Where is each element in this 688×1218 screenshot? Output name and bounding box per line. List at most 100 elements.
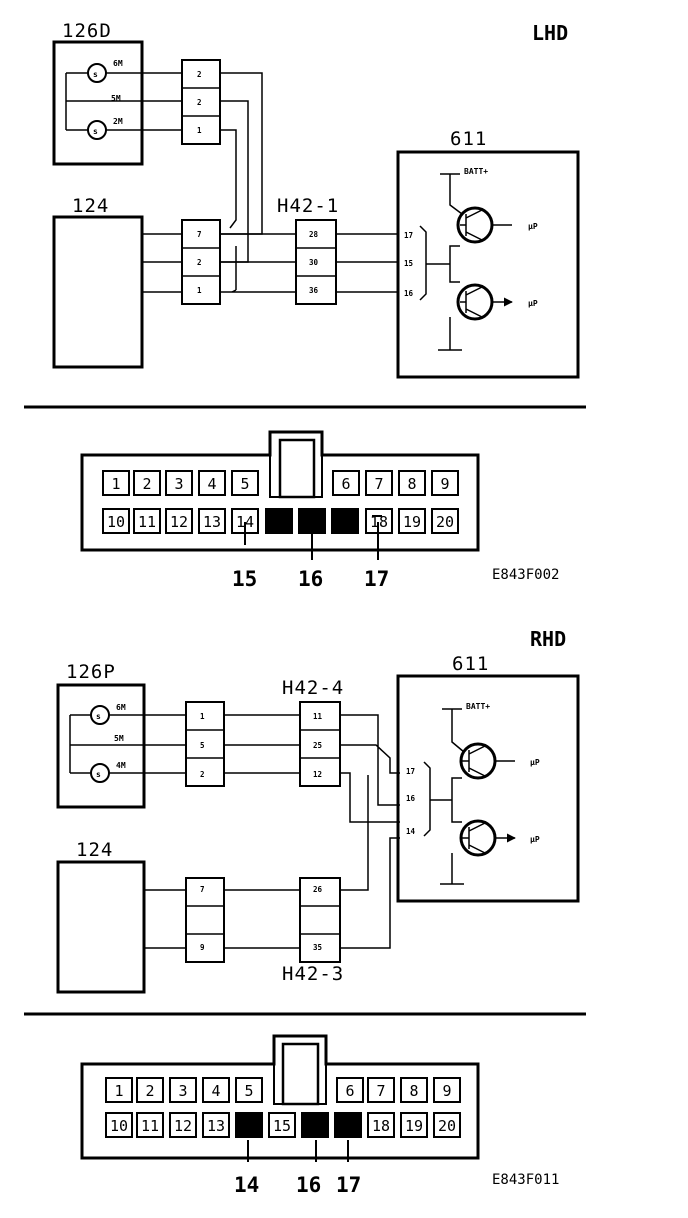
connector-pin-number: 11 <box>138 513 156 531</box>
connector-pin-number: 1 <box>111 475 120 493</box>
connector-pin-number: 9 <box>442 1082 451 1100</box>
connector-face <box>80 430 480 552</box>
connector-pin <box>365 470 393 496</box>
connector-pin-number: 15 <box>273 1117 291 1135</box>
connector-pin-filled <box>331 508 359 534</box>
connector-pin <box>169 1112 197 1138</box>
connector-pin <box>102 470 130 496</box>
mp-label: µP <box>530 758 540 767</box>
pin-label: 35 <box>313 943 322 952</box>
connector-pin-number: 10 <box>110 1117 128 1135</box>
pin-label: 1 <box>200 712 205 721</box>
pin-label: 2 <box>197 70 202 79</box>
connector-face <box>80 1034 480 1160</box>
pin-label: 2 <box>197 258 202 267</box>
connector-pin <box>332 470 360 496</box>
connector-label: H42-1 <box>277 195 339 217</box>
figure-code: E843F011 <box>492 1172 559 1188</box>
box-124 <box>52 215 144 369</box>
pin-label: 17 <box>404 231 413 240</box>
pin-block-126 <box>181 59 221 145</box>
connector-pin <box>169 1077 197 1103</box>
connector-pin <box>198 470 226 496</box>
mp-label: µP <box>528 222 538 231</box>
connector-pin <box>136 1112 164 1138</box>
pin-label: 17 <box>406 767 415 776</box>
connector-pin-number: 9 <box>440 475 449 493</box>
pin-label: 7 <box>200 885 205 894</box>
connector-pin-number: 13 <box>203 513 221 531</box>
callout-label: 16 <box>296 1173 321 1197</box>
connector-pin-number: 3 <box>178 1082 187 1100</box>
connector-pin <box>268 1112 296 1138</box>
box-611-label: 611 <box>450 128 487 150</box>
connector-pin <box>202 1077 230 1103</box>
connector-pin <box>231 470 259 496</box>
batt-label: BATT+ <box>464 167 488 176</box>
connector-pin <box>136 1077 164 1103</box>
pin-label: 25 <box>313 741 322 750</box>
connector-pin-number: 2 <box>142 475 151 493</box>
connector-pin-number: 12 <box>174 1117 192 1135</box>
connector-pin <box>398 508 426 534</box>
callout-label: 17 <box>336 1173 361 1197</box>
sensor-label: 4M <box>116 761 126 770</box>
rhd-header: RHD <box>530 627 566 651</box>
box-126 <box>52 40 144 166</box>
pin-label: 12 <box>313 770 322 779</box>
connector-pin-filled <box>301 1112 329 1138</box>
connector-pin <box>165 470 193 496</box>
connector-pin-number: 5 <box>244 1082 253 1100</box>
connector-pin-number: 6 <box>345 1082 354 1100</box>
rhd-callouts: 14 16 17 E843F011 <box>234 1140 559 1197</box>
pin-label: 5 <box>200 741 205 750</box>
connector-pin-number: 10 <box>107 513 125 531</box>
connector-pin <box>102 508 130 534</box>
box-611 <box>396 150 580 379</box>
callout-label: 16 <box>298 567 323 591</box>
pin-block-h42-3 <box>299 877 341 963</box>
connector-pin-number: 8 <box>407 475 416 493</box>
connector-pin <box>105 1077 133 1103</box>
connector-pin-number: 18 <box>372 1117 390 1135</box>
connector-pin <box>433 1077 461 1103</box>
connector-pin-number: 6 <box>341 475 350 493</box>
sensor-glyph: s <box>93 70 98 79</box>
connector-pin <box>433 1112 461 1138</box>
connector-pin-number: 7 <box>376 1082 385 1100</box>
connector-pin <box>202 1112 230 1138</box>
figure-code: E843F002 <box>492 567 559 583</box>
pin-label: 11 <box>313 712 323 721</box>
batt-label: BATT+ <box>466 702 490 711</box>
pin-label: 26 <box>313 885 323 894</box>
connector-pin-number: 19 <box>405 1117 423 1135</box>
connector-pin <box>133 470 161 496</box>
callout-label: 15 <box>232 567 257 591</box>
pin-label: 28 <box>309 230 319 239</box>
pin-label: 30 <box>309 258 319 267</box>
pin-label: 1 <box>197 126 202 135</box>
connector-pin-number: 5 <box>240 475 249 493</box>
connector-pin-number: 4 <box>207 475 216 493</box>
connector-pin <box>431 508 459 534</box>
connector-pin-number: 12 <box>170 513 188 531</box>
connector-pin-filled <box>334 1112 362 1138</box>
pin-block-h42-4 <box>299 701 341 787</box>
sensor-group: s s 6M 5M 2M <box>65 59 182 140</box>
callout-label: 17 <box>364 567 389 591</box>
rhd-section: RHD 126P s s 6M 5M 4M 1 5 2 H42-4 11 25 … <box>24 627 586 1160</box>
connector-pin <box>367 1077 395 1103</box>
box-611 <box>396 674 580 903</box>
connector-pin <box>235 1077 263 1103</box>
lhd-section: LHD 126D s s 6M 5M 2M 2 2 1 124 7 2 1 <box>24 20 586 552</box>
connector-pin <box>133 508 161 534</box>
box-126-label: 126P <box>66 661 116 683</box>
box-124 <box>56 860 146 994</box>
sensor-label: 6M <box>116 703 126 712</box>
pin-label: 16 <box>404 289 414 298</box>
connector-pin-number: 20 <box>436 513 454 531</box>
connector-pin-number: 19 <box>403 513 421 531</box>
